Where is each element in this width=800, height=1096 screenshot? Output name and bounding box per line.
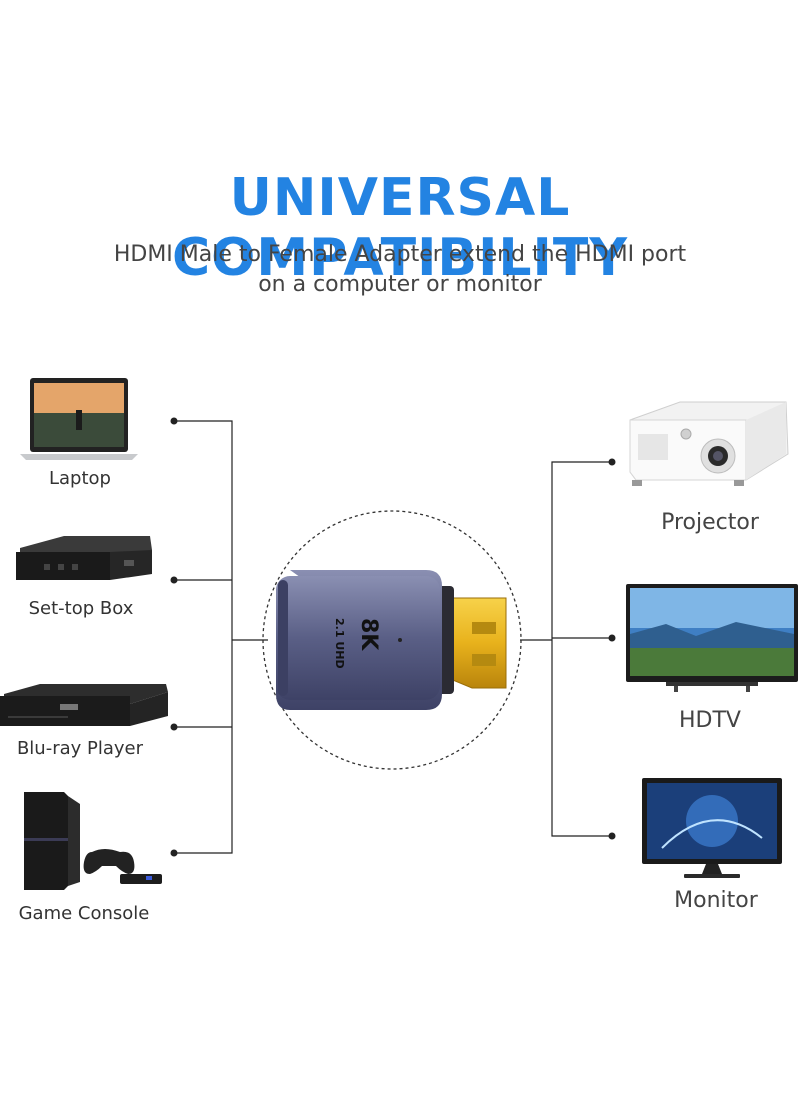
projector-icon [629,401,789,486]
game-console-icon [24,792,162,890]
dot-settop [170,576,178,584]
device-label-blu-ray-player: Blu-ray Player [16,738,144,759]
adapter-badge-uhd: 2.1 UHD [333,618,346,669]
device-label-hdtv: HDTV [679,708,741,733]
page-subtitle: HDMI Male to Female Adapter extend the H… [0,240,800,300]
device-label-monitor: Monitor [674,888,758,913]
right-bracket [551,461,612,837]
adapter-dashed-circle [262,510,522,770]
page-title: UNIVERSAL COMPATIBILITY [171,168,629,288]
device-label-laptop: Laptop [49,468,111,489]
monitor-icon [642,778,782,878]
device-label-projector: Projector [661,510,759,535]
subtitle-line-2: on a computer or monitor [258,272,542,297]
device-label-set-top-box: Set-top Box [28,598,134,619]
subtitle-line-1: HDMI Male to Female Adapter extend the H… [113,242,687,267]
hdmi-adapter-icon: 8K 2.1 UHD [276,570,507,710]
laptop-icon [20,378,138,460]
left-bracket [174,420,233,854]
dot-laptop [170,417,178,425]
blu-ray-player-icon [0,684,168,726]
tv-icon [626,584,798,692]
dot-bluray [170,723,178,731]
dot-hdtv [608,634,616,642]
dot-console [170,849,178,857]
adapter-badge-8k: 8K [356,618,381,651]
dot-monitor [608,832,616,840]
set-top-box-icon [16,536,152,580]
device-label-game-console: Game Console [18,903,150,924]
dot-projector [608,458,616,466]
